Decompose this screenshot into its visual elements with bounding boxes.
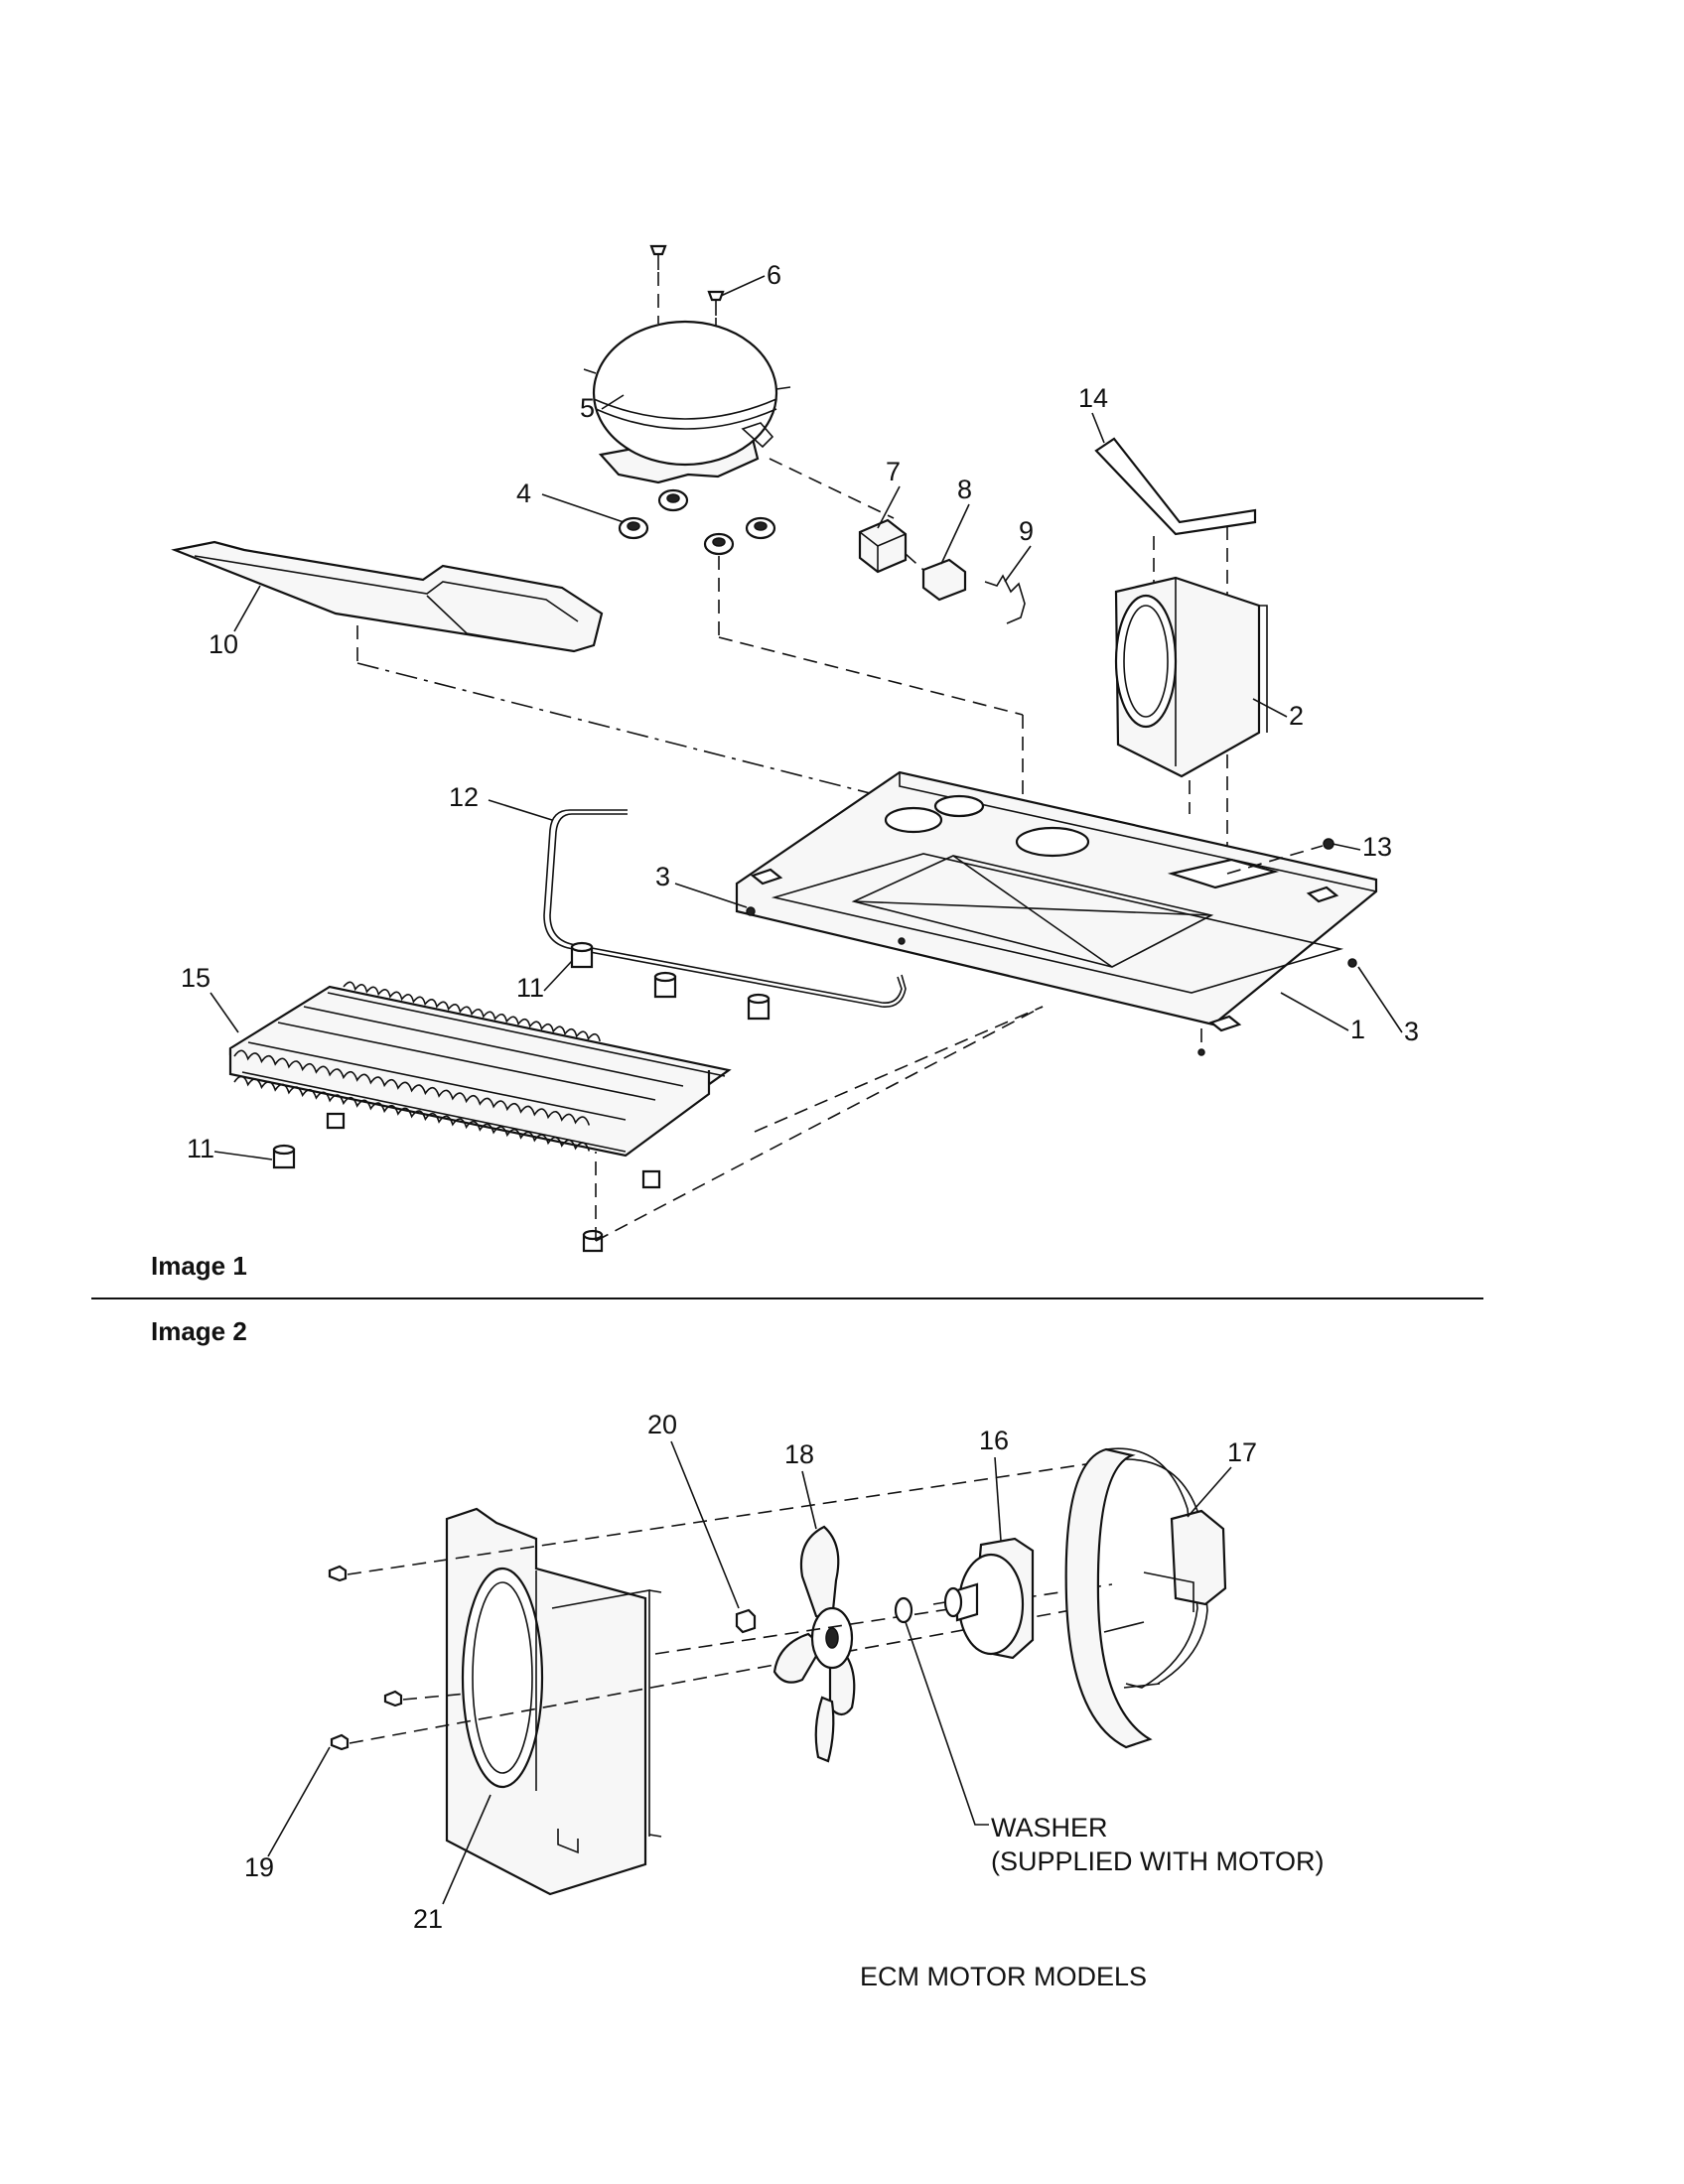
washer-note-line2: (SUPPLIED WITH MOTOR) (991, 1846, 1325, 1876)
callout-17: 17 (1227, 1437, 1257, 1467)
callout-21: 21 (413, 1904, 443, 1934)
callout-19: 19 (244, 1852, 274, 1882)
callout-3: 3 (1404, 1017, 1419, 1046)
image2-caption: Image 2 (151, 1316, 247, 1346)
callout-7: 7 (886, 457, 901, 486)
callout-1: 1 (1350, 1015, 1365, 1044)
callout-5: 5 (580, 393, 595, 423)
condenser-coil-part (228, 981, 732, 1158)
screw-part (328, 1462, 1093, 1751)
nut-part (735, 1608, 757, 1634)
fan-blade-part (654, 1525, 1113, 1763)
overload-part (905, 553, 967, 602)
washer-note-line1: WASHER (991, 1813, 1108, 1843)
image1-caption: Image 1 (151, 1251, 247, 1281)
callout-2: 2 (1289, 701, 1304, 731)
callout-16: 16 (979, 1426, 1009, 1455)
callout-10: 10 (209, 629, 238, 659)
screw-part (746, 838, 1357, 1056)
fan-motor-part (932, 1537, 1035, 1660)
callout-labels-image1: 1 2 3 3 4 5 6 7 8 9 10 11 11 12 13 14 15 (181, 260, 1419, 1163)
motor-bracket-part (1064, 1447, 1227, 1749)
condenser-tube-part (543, 809, 907, 1008)
callout-8: 8 (957, 475, 972, 504)
callout-12: 12 (449, 782, 479, 812)
image1-group: 1 2 3 3 4 5 6 7 8 9 10 11 11 12 13 14 15 (151, 244, 1419, 1281)
fan-shroud-part (1114, 576, 1268, 874)
callout-9: 9 (1019, 516, 1034, 546)
callout-11: 11 (187, 1134, 214, 1163)
spacer-part (272, 941, 1044, 1253)
drain-pan-part (171, 540, 875, 795)
callout-20: 20 (647, 1410, 677, 1439)
ecm-motor-models-note: ECM MOTOR MODELS (860, 1962, 1147, 1991)
grommet-part (618, 488, 1024, 814)
image2-group: Image 2 (151, 1316, 1325, 1991)
callout-6: 6 (767, 260, 781, 290)
callout-11: 11 (516, 973, 544, 1003)
relay-part (858, 518, 908, 574)
callout-18: 18 (784, 1439, 814, 1469)
leader-lines-image2 (267, 1440, 1232, 1905)
callout-3: 3 (655, 862, 670, 891)
fan-shroud-part (445, 1507, 662, 1896)
washer-part (894, 1596, 913, 1624)
callout-15: 15 (181, 963, 210, 993)
callout-13: 13 (1362, 832, 1392, 862)
compressor-part (583, 320, 895, 519)
base-pan-part (735, 770, 1378, 1050)
callout-4: 4 (516, 478, 531, 508)
wire-part (984, 574, 1026, 624)
callout-labels-image2: 16 17 18 19 20 21 (244, 1410, 1257, 1934)
leader-lines-image1 (210, 275, 1403, 1160)
callout-14: 14 (1078, 383, 1108, 413)
